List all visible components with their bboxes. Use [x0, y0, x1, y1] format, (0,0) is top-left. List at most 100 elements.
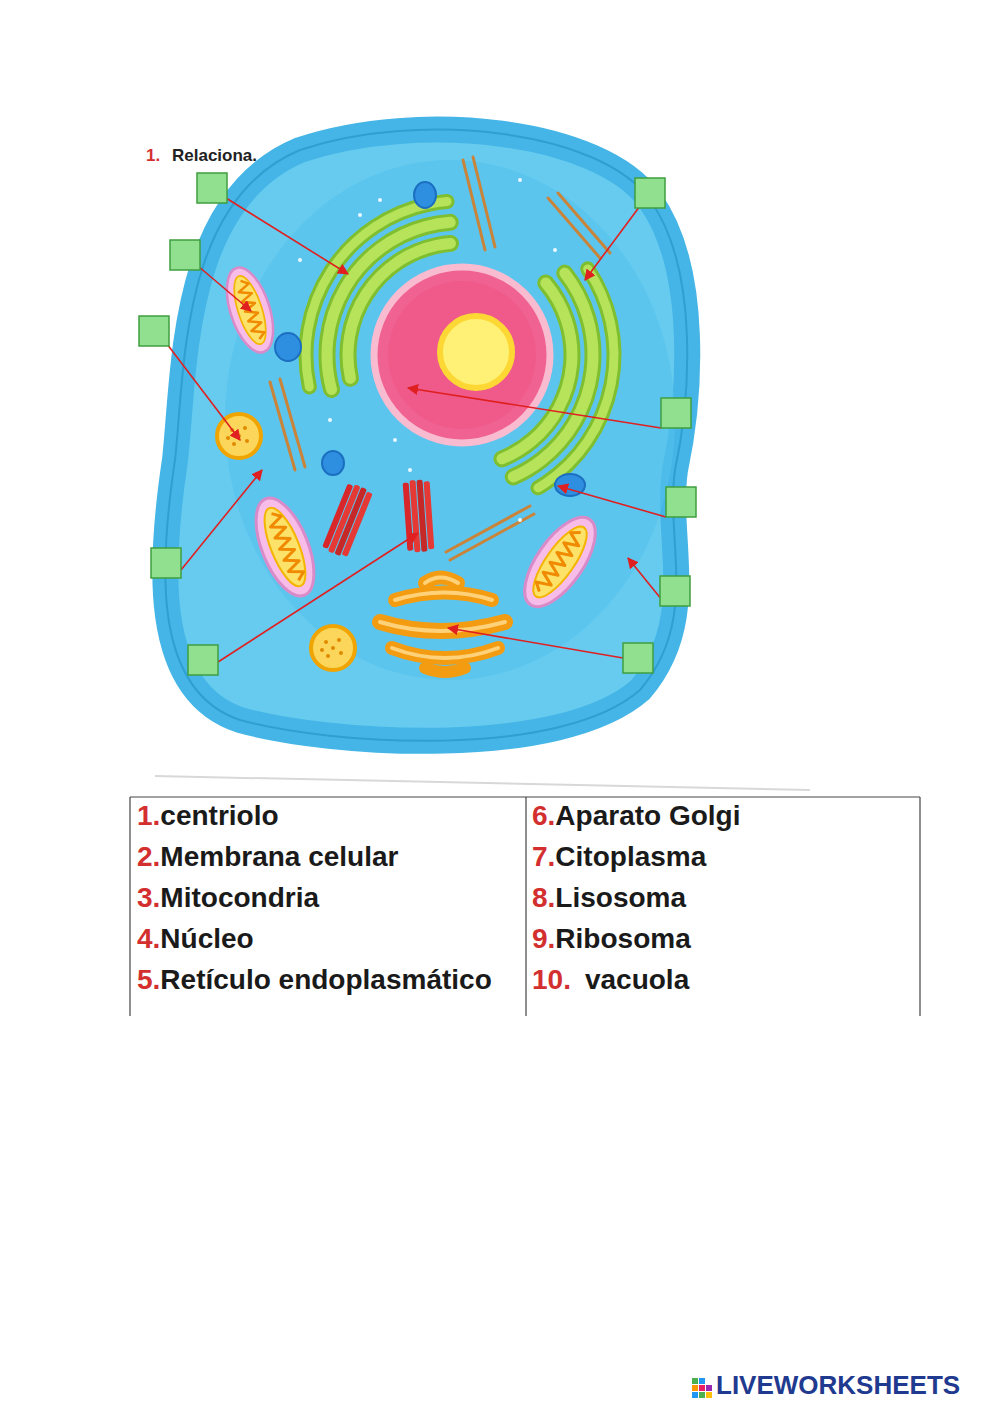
table-row: 2.Membrana celular [137, 841, 398, 873]
item-number: 3. [137, 882, 160, 914]
watermark-icon [706, 1385, 712, 1391]
leader-arrows [167, 344, 240, 440]
answer-boxes [151, 548, 181, 578]
table-row: 7.Citoplasma [532, 841, 706, 873]
endoplasmic-reticulum [273, 168, 646, 541]
leader-arrows [558, 486, 666, 517]
answer-boxes [188, 645, 218, 675]
table-cell: Retículo endoplasmático [160, 964, 491, 996]
table-cell: Citoplasma [555, 841, 706, 873]
endoplasmic-reticulum [246, 141, 674, 569]
table-cell: Membrana celular [160, 841, 398, 873]
answer-boxes [197, 173, 227, 203]
table-row: 6.Aparato Golgi [532, 800, 740, 832]
mitochondrion [244, 490, 326, 604]
microtubules [280, 379, 305, 467]
leader-arrows [585, 206, 640, 280]
watermark-icon [699, 1378, 705, 1384]
microtubules [558, 193, 610, 253]
table-cell: Aparato Golgi [555, 800, 740, 832]
centriole [403, 479, 435, 553]
item-number: 1. [137, 800, 160, 832]
table-cell: Lisosoma [555, 882, 686, 914]
vacuoles [275, 182, 585, 496]
endoplasmic-reticulum [246, 141, 674, 569]
watermark-icon [692, 1392, 698, 1398]
centriole [321, 482, 373, 559]
watermark-icon [692, 1385, 698, 1391]
ribosomes [298, 258, 302, 262]
nucleolus [440, 316, 512, 388]
table-row: 10. vacuola [532, 964, 689, 996]
table-cell: vacuola [585, 964, 689, 996]
leader-arrows [167, 198, 666, 662]
answer-boxes [666, 487, 696, 517]
watermark-icon [699, 1392, 705, 1398]
table-cell: Ribosoma [555, 923, 690, 955]
watermark-icon [699, 1385, 705, 1391]
microtubules [473, 157, 495, 247]
table-row: 9.Ribosoma [532, 923, 691, 955]
table-lines [130, 796, 920, 797]
table-cell: Núcleo [160, 923, 253, 955]
table-lines [130, 797, 920, 1016]
endoplasmic-reticulum [246, 141, 674, 569]
answer-boxes [170, 240, 200, 270]
mitochondrion [511, 506, 608, 618]
nucleus [374, 267, 550, 443]
exercise-number: 1. [146, 146, 160, 166]
golgi-apparatus [425, 668, 465, 672]
vacuoles [275, 333, 301, 361]
ribosomes [358, 213, 362, 217]
item-number: 8. [532, 882, 555, 914]
ribosomes [328, 418, 332, 422]
ribosomes [378, 198, 382, 202]
ribosomes [518, 518, 522, 522]
answer-boxes [623, 643, 653, 673]
leader-arrows [181, 470, 262, 570]
answer-boxes [635, 178, 665, 208]
ribosomes [393, 438, 397, 442]
table-row: 5.Retículo endoplasmático [137, 964, 492, 996]
answer-boxes [660, 576, 690, 606]
table-row: 1.centriolo [137, 800, 279, 832]
watermark-icon [692, 1378, 712, 1398]
table-cell: centriolo [160, 800, 278, 832]
golgi-apparatus [380, 578, 505, 673]
table-lines [129, 797, 130, 1016]
image-ground [125, 124, 748, 740]
item-number: 6. [532, 800, 555, 832]
answer-boxes [661, 398, 691, 428]
nucleus-inner [388, 281, 536, 429]
ribosomes [408, 468, 412, 472]
item-number: 2. [137, 841, 160, 873]
vacuoles [322, 451, 344, 475]
table-row: 8.Lisosoma [532, 882, 686, 914]
answer-boxes [139, 173, 696, 675]
item-number: 9. [532, 923, 555, 955]
leader-arrows [628, 558, 662, 600]
leader-arrows [198, 266, 251, 311]
worksheet-title: Relaciona. [172, 146, 257, 166]
endoplasmic-reticulum [273, 168, 646, 541]
scan-edge [155, 776, 810, 790]
leader-arrows [226, 198, 348, 274]
leader-arrows [408, 388, 661, 428]
ribosomes [518, 178, 522, 182]
table-lines [919, 797, 920, 1016]
microtubules [463, 160, 485, 250]
watermark-icon [692, 1378, 698, 1384]
item-number: 7. [532, 841, 555, 873]
lysosome [311, 626, 355, 670]
microtubules [548, 198, 600, 258]
item-number: 10. [532, 964, 571, 996]
watermark: LIVEWORKSHEETS [716, 1371, 960, 1401]
microtubules [446, 506, 530, 552]
leader-arrows [218, 533, 418, 662]
vacuoles [414, 182, 436, 208]
ribosomes [553, 248, 557, 252]
lysosome [217, 414, 261, 458]
table-cell: Mitocondria [160, 882, 319, 914]
microtubules [450, 514, 534, 560]
